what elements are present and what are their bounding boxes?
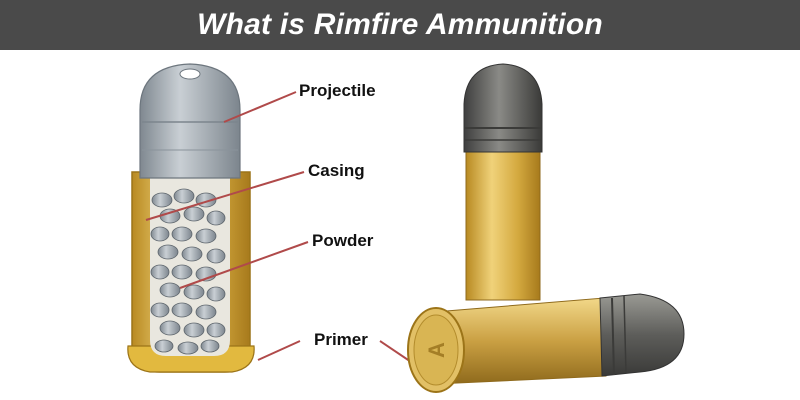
leader-line-primer bbox=[257, 340, 301, 361]
leader-line-projectile bbox=[223, 91, 297, 123]
label-powder: Powder bbox=[312, 231, 374, 250]
headstamp-mark: A bbox=[424, 342, 449, 358]
page-title: What is Rimfire Ammunition bbox=[197, 8, 603, 41]
hollow-point-shape bbox=[179, 68, 201, 80]
label-primer: Primer bbox=[314, 330, 368, 349]
powder-granules bbox=[150, 188, 226, 355]
leader-lines bbox=[145, 91, 427, 373]
leader-line-powder bbox=[179, 241, 309, 289]
label-projectile: Projectile bbox=[299, 81, 376, 100]
standing-cartridge bbox=[463, 63, 543, 301]
lying-cartridge: A bbox=[407, 293, 685, 393]
label-casing: Casing bbox=[308, 161, 365, 180]
cutaway-cartridge bbox=[127, 63, 255, 373]
title-bar: What is Rimfire Ammunition bbox=[0, 0, 800, 50]
leader-line-casing bbox=[145, 171, 305, 221]
